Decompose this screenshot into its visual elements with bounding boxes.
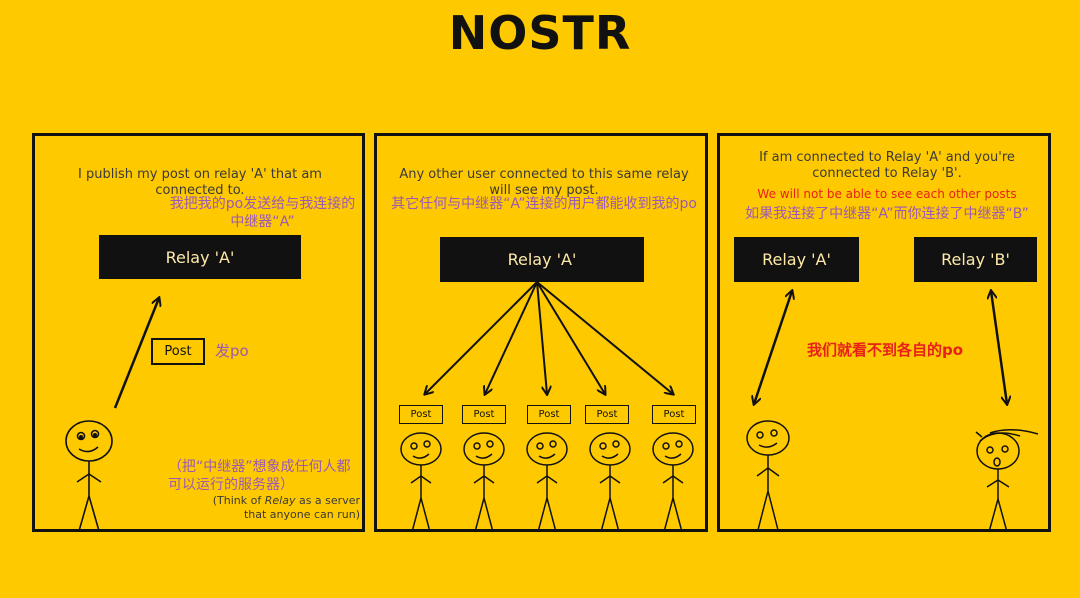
publish-arrow: [113, 298, 159, 409]
relay-b-box: Relay 'B': [914, 237, 1037, 282]
panel-broadcast: Any other user connected to this same re…: [374, 133, 708, 533]
post-box: Post: [399, 405, 443, 424]
cannot-see-zh: 我们就看不到各自的po: [806, 341, 964, 359]
broadcast-caption-en: Any other user connected to this same re…: [399, 167, 689, 199]
relay-a-box: Relay 'A': [99, 235, 301, 279]
panel-publish-art: [65, 136, 368, 532]
stick-figure-you: [975, 429, 1039, 533]
relay-note-post: as a server: [295, 494, 360, 507]
post-box: Post: [462, 405, 506, 424]
relay-note-en: (Think of Relay as a server that anyone …: [185, 494, 360, 522]
post-label-zh: 发po: [215, 342, 249, 360]
relay-a-box: Relay 'A': [734, 237, 859, 282]
publish-caption-zh: 我把我的po发送给与我连接的中继器“A”: [169, 196, 356, 230]
separate-caption-en: If am connected to Relay 'A' and you're …: [759, 150, 1015, 182]
relay-note-line2: that anyone can run): [243, 507, 360, 521]
separate-caption-red: We will not be able to see each other po…: [757, 187, 1017, 201]
panel-separate-relays: If am connected to Relay 'A' and you're …: [717, 133, 1051, 533]
publish-caption-en: I publish my post on relay 'A' that am c…: [78, 167, 322, 199]
panel-publish: I publish my post on relay 'A' that am c…: [32, 133, 365, 532]
broadcast-arrows: [425, 281, 673, 394]
post-box: Post: [585, 405, 629, 424]
page-title: NOSTR: [448, 6, 632, 60]
relay-b-double-arrow: [991, 291, 1007, 404]
separate-caption-zh: 如果我连接了中继器“A”而你连接了中继器“B”: [745, 206, 1029, 222]
relay-note-em: Relay: [264, 494, 296, 507]
panel-broadcast-art: [400, 281, 694, 533]
post-box: Post: [527, 405, 571, 424]
panel-separate-art: [746, 136, 1039, 533]
stick-figure-me: [65, 420, 113, 532]
stick-figure-users: [400, 432, 694, 533]
relay-a-double-arrow: [754, 291, 792, 404]
post-box: Post: [652, 405, 696, 424]
stick-figure-me: [746, 420, 790, 531]
broadcast-caption-zh: 其它任何与中继器“A”连接的用户都能收到我的po: [391, 196, 697, 212]
relay-a-box: Relay 'A': [440, 237, 644, 282]
relay-note-zh: （把“中继器”想象成任何人都可以运行的服务器）: [168, 459, 351, 493]
post-box: Post: [151, 338, 205, 365]
relay-note-pre: (Think of: [212, 494, 265, 507]
